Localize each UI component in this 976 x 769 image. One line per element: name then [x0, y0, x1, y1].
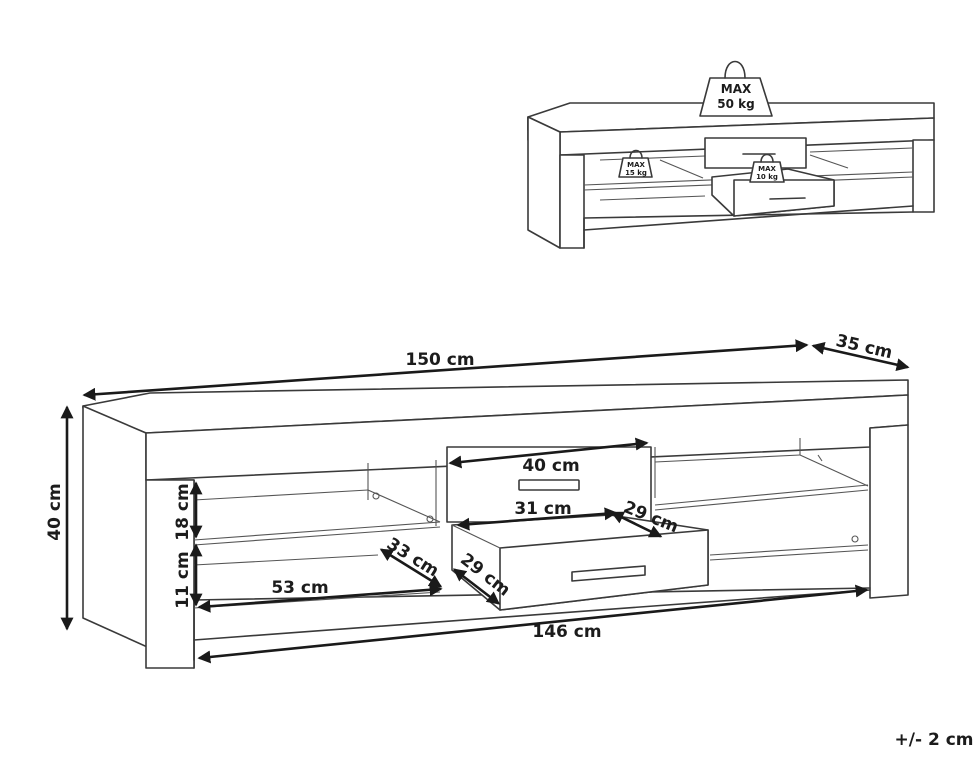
shelf-upper-height-label: 18 cm: [173, 483, 193, 540]
max-top-label: MAX: [721, 82, 752, 96]
max-drawer-label: MAX: [758, 165, 776, 173]
side-depth-label: 33 cm: [383, 534, 442, 581]
inner-width-label: 146 cm: [532, 622, 601, 642]
main-drawing: [82, 379, 909, 669]
max-top-value: 50 kg: [717, 97, 754, 111]
height-label: 40 cm: [45, 483, 65, 540]
drawer-front-width-label: 40 cm: [522, 456, 579, 476]
side-width-label: 53 cm: [271, 578, 328, 598]
tolerance-label: +/- 2 cm: [895, 730, 974, 750]
width-label: 150 cm: [405, 350, 474, 370]
drawer-inner-width-label: 31 cm: [514, 499, 571, 519]
dimension-lines: [60, 339, 910, 664]
max-shelf-value: 15 kg: [625, 169, 647, 177]
max-drawer-value: 10 kg: [756, 173, 778, 181]
preview-drawing: MAX 50 kg MAX 15 kg MAX 10 kg: [527, 60, 935, 249]
max-shelf-label: MAX: [627, 161, 645, 169]
shelf-lower-height-label: 11 cm: [173, 551, 193, 608]
